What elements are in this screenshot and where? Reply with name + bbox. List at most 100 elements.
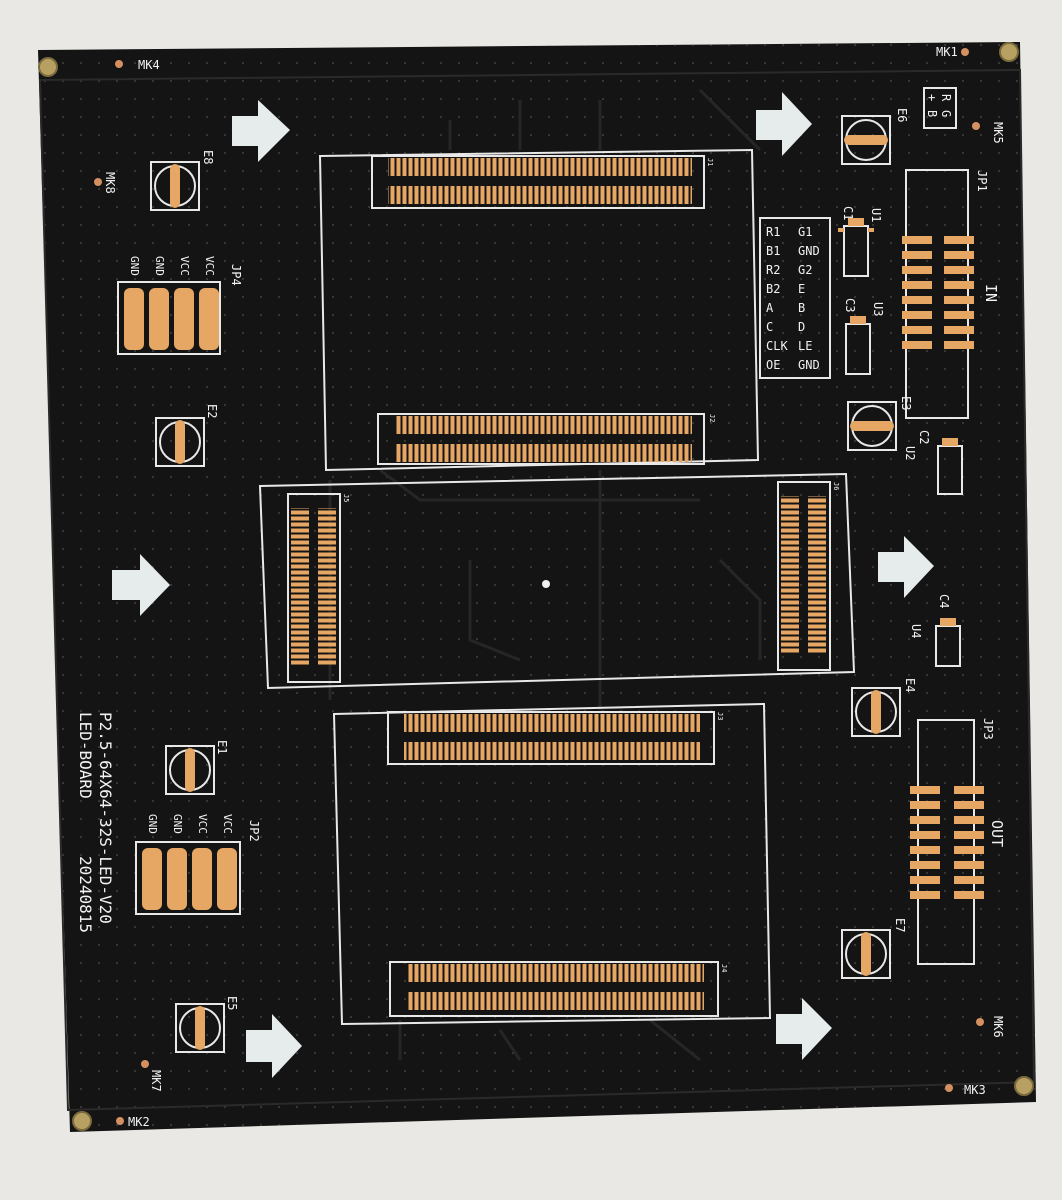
header-pad [902,311,932,319]
legend-plus: + [925,94,939,101]
jp4-pin3: VCC [178,256,191,276]
header-pad [954,816,984,824]
label-e6: E6 [895,108,909,122]
pinout-cell: G2 [798,263,812,277]
label-mk6: MK6 [991,1016,1005,1038]
label-mk3: MK3 [964,1083,986,1097]
pcb-inner-border [38,68,1036,1112]
pinout-cell: A [766,301,774,315]
arrow-right-icon [246,1014,302,1078]
board-subtitle: LED-BOARD [76,712,95,799]
arrow-right-icon [756,92,812,156]
board-date: 20240815 [76,856,95,933]
header-pad [910,876,940,884]
label-jp1: JP1 [975,170,989,192]
pinout-cell: D [798,320,805,334]
legend-g: G [939,110,953,117]
connector-j2 [377,413,705,465]
jp2-pin1: GND [146,814,159,834]
fiducial-dots [94,48,984,1125]
pinout-cell: LE [798,339,812,353]
label-mk7: MK7 [149,1070,163,1092]
label-c1: C1 [841,206,855,220]
pinout-cell: OE [766,358,780,372]
connector-j4 [389,961,719,1017]
header-pad [954,801,984,809]
jp2-pin3: VCC [196,814,209,834]
header-pad [944,266,974,274]
label-e1: E1 [215,740,229,754]
connector-j5 [287,493,341,683]
pinout-cell: G1 [798,225,812,239]
label-j5: J5 [342,494,350,502]
label-c3: C3 [843,298,857,312]
jp4-pin1: GND [128,256,141,276]
arrow-right-icon [112,554,170,616]
header-jp4 [117,281,221,355]
label-mk5: MK5 [991,122,1005,144]
legend-r: R [939,94,953,102]
label-u3: U3 [871,302,885,316]
label-e7: E7 [893,918,907,932]
label-c2: C2 [917,430,931,444]
label-u2: U2 [903,446,917,460]
header-pad [910,801,940,809]
arrow-right-icon [232,100,290,162]
pinout-cell: GND [798,358,820,372]
label-jp4: JP4 [229,264,243,286]
pcb-via-grid [38,42,1036,1132]
pinout-cell: C [766,320,773,334]
label-mk2: MK2 [128,1115,150,1129]
label-in: IN [982,284,1000,302]
header-pad [902,326,932,334]
header-pad [910,816,940,824]
pinout-cell: R2 [766,263,780,277]
header-pad [944,326,974,334]
header-pad [944,251,974,259]
arrow-right-icon [776,998,832,1060]
label-j4: J4 [720,964,728,972]
jp4-pin2: GND [153,256,166,276]
header-pad [944,296,974,304]
pinout-cell: CLK [766,339,788,353]
label-mk4: MK4 [138,58,160,72]
header-pad [954,891,984,899]
ic-footprints [838,218,963,667]
label-j1: J1 [706,158,714,166]
header-pad [954,786,984,794]
jp4-pin4: VCC [203,256,216,276]
label-out: OUT [988,820,1006,847]
label-e5: E5 [225,996,239,1010]
jp2-pin2: GND [171,814,184,834]
label-j3: J3 [716,712,724,720]
header-pad [954,861,984,869]
header-pad [944,341,974,349]
connector-j1 [371,155,705,209]
label-e8: E8 [201,150,215,164]
header-pad [910,861,940,869]
header-pad [944,236,974,244]
connector-j3 [387,711,715,765]
pinout-cell: E [798,282,805,296]
header-jp2 [135,841,241,915]
header-pad [910,786,940,794]
header-jp3-out [910,719,984,965]
header-jp1-in [902,169,974,419]
label-j2: J2 [708,414,716,422]
header-pad [954,831,984,839]
label-u1: U1 [869,208,883,222]
legend-b: B [925,110,939,117]
arrow-right-icon [878,536,934,598]
connector-j6 [777,481,831,671]
connector-outlines [258,148,856,1026]
label-mk1: MK1 [936,45,958,59]
header-pad [902,296,932,304]
header-pad [944,311,974,319]
pinout-cell: B2 [766,282,780,296]
pinout-cell: R1 [766,225,780,239]
jp2-pin4: VCC [221,814,234,834]
label-c4: C4 [937,594,951,608]
pinout-cell: B [798,301,805,315]
